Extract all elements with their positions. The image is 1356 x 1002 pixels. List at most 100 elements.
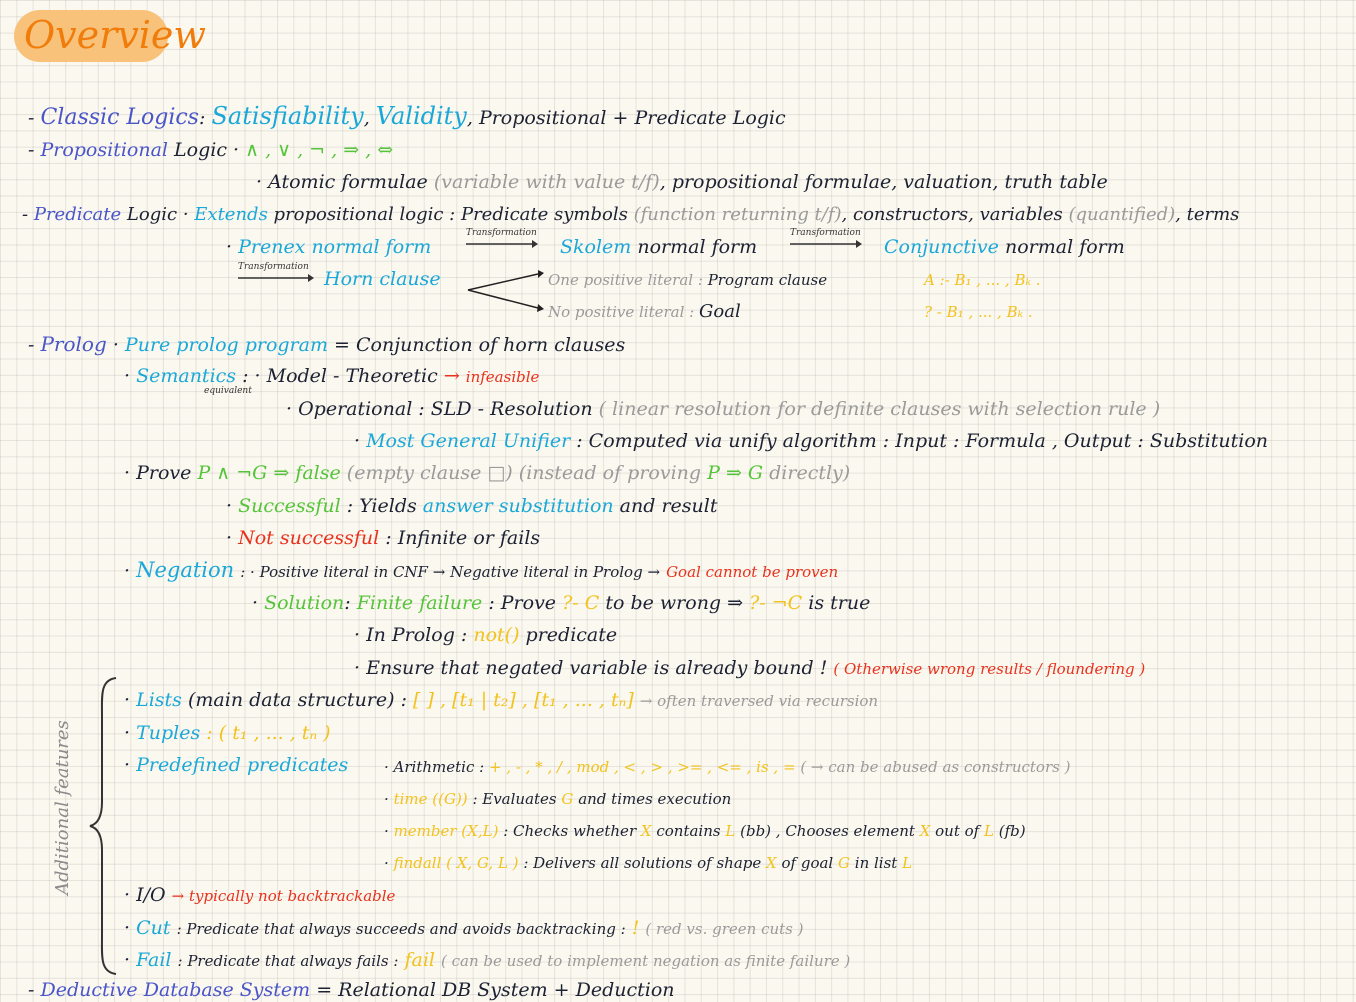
line-prolog: - Prolog · Pure prolog program = Conjunc… [28, 332, 625, 357]
out-of-text: out of [935, 822, 980, 840]
additional-features-brace [89, 677, 117, 975]
additional-features-label: Additional features [52, 720, 73, 895]
constructors-text: , constructors, variables [841, 204, 1063, 225]
program-clause-text: Program clause [707, 271, 828, 289]
fail-term: Fail [136, 949, 172, 971]
goal-cannot-be-proven-text: Goal cannot be proven [666, 563, 839, 581]
of-goal-text: of goal [781, 854, 834, 872]
prenex-normal-form-term: Prenex normal form [238, 236, 432, 258]
findall-predicate: findall ( X, G, L ) [393, 854, 519, 872]
implication-formula: P ⇒ G [707, 462, 764, 484]
operational-sld-text: · Operational : SLD - Resolution [286, 398, 593, 420]
mgu-term: Most General Unifier [366, 430, 571, 452]
line-conjunctive: Conjunctive normal form [884, 235, 1125, 259]
floundering-note: ( Otherwise wrong results / floundering … [833, 660, 1146, 678]
horn-clause-label: Horn clause [324, 268, 441, 290]
bullet: · [124, 560, 131, 582]
cut-symbol: ! [631, 917, 640, 939]
line-tuples: · Tuples : ( t₁ , ... , tₙ ) [124, 721, 331, 745]
dash: - [28, 139, 35, 161]
colon: : [206, 722, 213, 744]
branch-arrows [467, 270, 544, 312]
unify-algorithm-text: : Computed via unify algorithm : Input :… [576, 430, 1269, 452]
prove-text: Prove [136, 462, 192, 484]
infinite-or-fails-text: : Infinite or fails [385, 527, 541, 549]
negation-term: Negation [136, 558, 235, 582]
line-normal-forms: · Prenex normal form [226, 235, 431, 259]
prove-text: : Prove [488, 592, 557, 614]
skolem-term: Skolem [560, 236, 632, 258]
main-data-structure-text: (main data structure) : [187, 689, 407, 711]
model-theoretic-text: · Model - Theoretic [254, 365, 438, 387]
line-classic-logics: - Classic Logics: Satisfiability, Validi… [28, 104, 786, 130]
fail-predicate: fail [404, 949, 435, 971]
var-l: L [725, 822, 736, 840]
line-mgu: · Most General Unifier : Computed via un… [354, 429, 1268, 453]
line-propositional-logic: - Propositional Logic · ∧ , ∨ , ¬ , ⇒ , … [28, 138, 393, 162]
formulae-list-text: , propositional formulae, valuation, tru… [659, 171, 1108, 193]
transformation-label: Transformation [238, 262, 309, 272]
deductive-database-term: Deductive Database System [40, 979, 311, 1001]
cut-term: Cut [136, 917, 171, 939]
tuple-syntax: ( t₁ , ... , tₙ ) [218, 722, 331, 744]
bullet: · [226, 495, 233, 517]
bullet: · [354, 657, 361, 679]
logical-connectives: ∧ , ∨ , ¬ , ⇒ , ⇔ [245, 139, 394, 161]
bullet: · [384, 854, 389, 872]
logic-label: Logic [174, 139, 227, 161]
line-deductive-database: - Deductive Database System = Relational… [28, 978, 675, 1002]
and-result-text: and result [619, 495, 718, 517]
successful-term: Successful [238, 495, 341, 517]
refutation-formula: P ∧ ¬G ⇒ false [197, 462, 341, 484]
transformation-label: Transformation [466, 228, 537, 238]
deductive-definition-text: = Relational DB System + Deduction [316, 979, 675, 1001]
recursion-note: → often traversed via recursion [639, 692, 879, 710]
predefined-predicates-term: Predefined predicates [136, 754, 349, 776]
bullet: · [124, 917, 131, 939]
goal-g: G [561, 790, 574, 808]
fb-text: (fb) [998, 822, 1026, 840]
bullet: · [384, 790, 389, 808]
classic-logics-label: Classic Logics [40, 105, 199, 130]
transformation-arrow [790, 240, 862, 248]
fail-description-text: : Predicate that always fails : [177, 952, 399, 970]
atomic-formulae-note: (variable with value t/f) [433, 171, 660, 193]
instead-of-proving-note: (instead of proving [518, 462, 702, 484]
bullet: · [124, 722, 131, 744]
semantics-term: Semantics [136, 365, 237, 387]
goal-g: G [838, 854, 850, 872]
one-positive-literal-text: One positive literal : [548, 271, 703, 289]
checks-whether-text: : Checks whether [503, 822, 637, 840]
chooses-element-text: (bb) , Chooses element [740, 822, 915, 840]
program-clause-syntax: A :- B₁ , ... , Bₖ . [924, 271, 1041, 289]
bullet: · [124, 689, 131, 711]
var-x: X [766, 854, 777, 872]
dash: - [22, 204, 29, 225]
dash: - [28, 334, 35, 356]
bullet: · [182, 204, 189, 225]
solution-term: Solution [264, 592, 345, 614]
is-true-text: is true [808, 592, 871, 614]
line-fail: · Fail : Predicate that always fails : f… [124, 948, 850, 973]
colon: : [344, 592, 351, 614]
in-list-text: in list [854, 854, 898, 872]
line-prove: · Prove P ∧ ¬G ⇒ false (empty clause □) … [124, 461, 850, 485]
transformation-label: Transformation [790, 228, 861, 238]
extends-term: Extends [194, 204, 268, 225]
predicate-symbols-note: (function returning t/f) [633, 204, 842, 225]
goal-text: Goal [699, 301, 741, 322]
line-in-prolog: · In Prolog : not() predicate [354, 623, 617, 647]
pure-prolog-program-term: Pure prolog program [124, 334, 328, 356]
quantified-note: (quantified) [1068, 204, 1176, 225]
line-predicate-logic: - Predicate Logic · Extends propositiona… [22, 203, 1239, 227]
answer-substitution-term: answer substitution [422, 495, 614, 517]
propositional-predicate-text: , Propositional + Predicate Logic [466, 107, 786, 129]
cut-description-text: : Predicate that always succeeds and avo… [176, 920, 626, 938]
member-predicate: member (X,L) [393, 822, 499, 840]
line-findall: · findall ( X, G, L ) : Delivers all sol… [384, 851, 912, 875]
line-lists: · Lists (main data structure) : [ ] , [t… [124, 688, 878, 713]
line-member: · member (X,L) : Checks whether X contai… [384, 819, 1026, 843]
validity-term: Validity [375, 102, 467, 130]
ensure-bound-text: Ensure that negated variable is already … [366, 657, 828, 679]
in-prolog-text: In Prolog : [366, 624, 468, 646]
